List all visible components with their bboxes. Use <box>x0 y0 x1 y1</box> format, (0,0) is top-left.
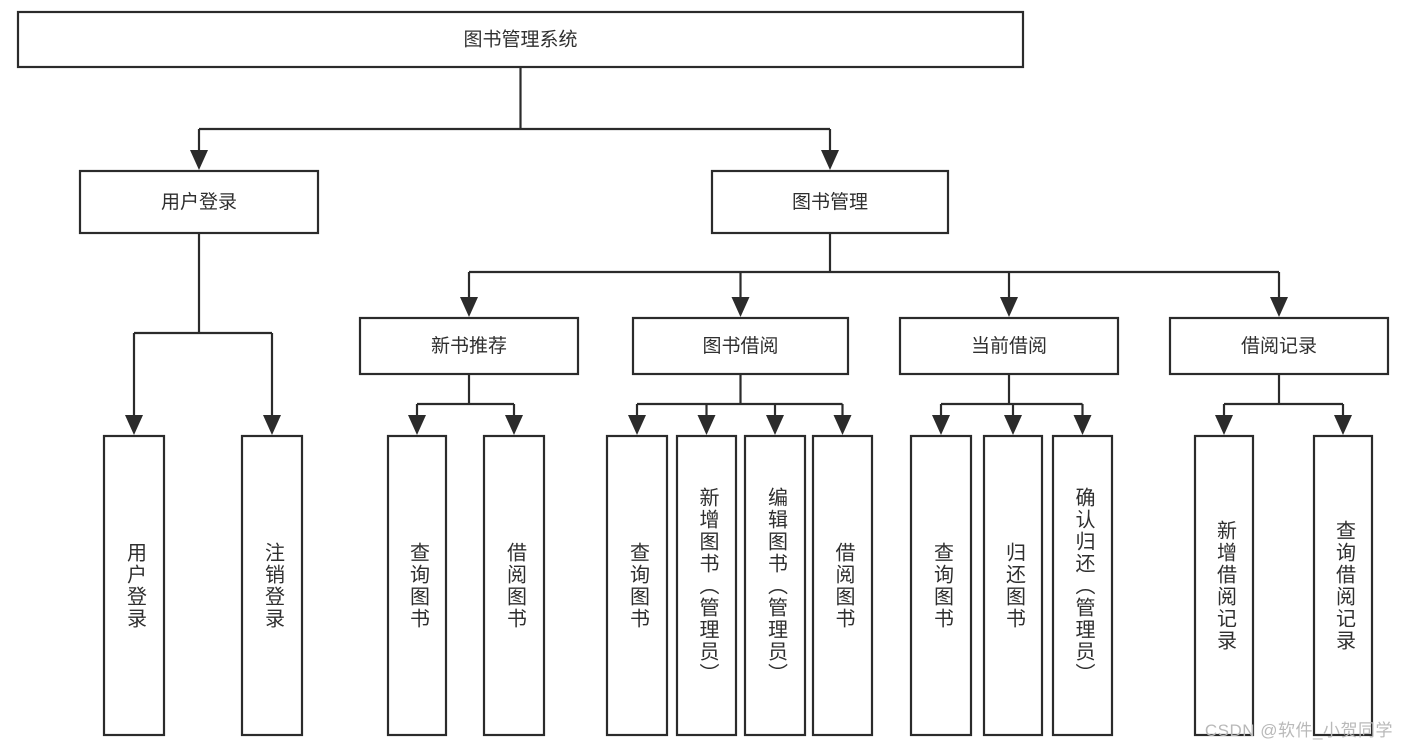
node-box-leaf-edit-book[interactable] <box>743 434 807 737</box>
node-box-leaf-add-book[interactable] <box>675 434 738 737</box>
node-box-leaf-query-book-3[interactable] <box>909 434 973 737</box>
node-box-leaf-borrow-book-1[interactable] <box>482 434 546 737</box>
node-label-current-borrow: 当前借阅 <box>971 335 1047 357</box>
node-label-root: 图书管理系统 <box>463 29 577 51</box>
node-label-book-manage: 图书管理 <box>792 191 868 213</box>
node-box-leaf-query-book-2[interactable] <box>605 434 669 737</box>
node-box-book-borrow[interactable] <box>631 316 850 376</box>
node-box-root[interactable] <box>16 10 1025 69</box>
node-box-leaf-user-login[interactable] <box>102 434 166 737</box>
node-box-current-borrow[interactable] <box>898 316 1120 376</box>
node-box-leaf-logout[interactable] <box>240 434 304 737</box>
node-box-borrow-record[interactable] <box>1168 316 1390 376</box>
node-box-leaf-return-book[interactable] <box>982 434 1044 737</box>
node-box-leaf-add-record[interactable] <box>1193 434 1255 737</box>
node-boxes-layer <box>16 10 1390 737</box>
node-label-book-borrow: 图书借阅 <box>702 335 778 357</box>
node-box-user-login[interactable] <box>78 169 320 235</box>
node-box-leaf-query-record[interactable] <box>1312 434 1374 737</box>
node-box-leaf-confirm-return[interactable] <box>1051 434 1114 737</box>
node-box-leaf-borrow-book-2[interactable] <box>811 434 874 737</box>
node-label-borrow-record: 借阅记录 <box>1241 335 1317 357</box>
node-box-new-book-rec[interactable] <box>358 316 580 376</box>
node-box-leaf-query-book-1[interactable] <box>386 434 448 737</box>
connectors-layer <box>125 67 1352 435</box>
node-box-book-manage[interactable] <box>710 169 950 235</box>
node-label-user-login: 用户登录 <box>161 191 237 213</box>
node-label-new-book-rec: 新书推荐 <box>431 335 507 357</box>
